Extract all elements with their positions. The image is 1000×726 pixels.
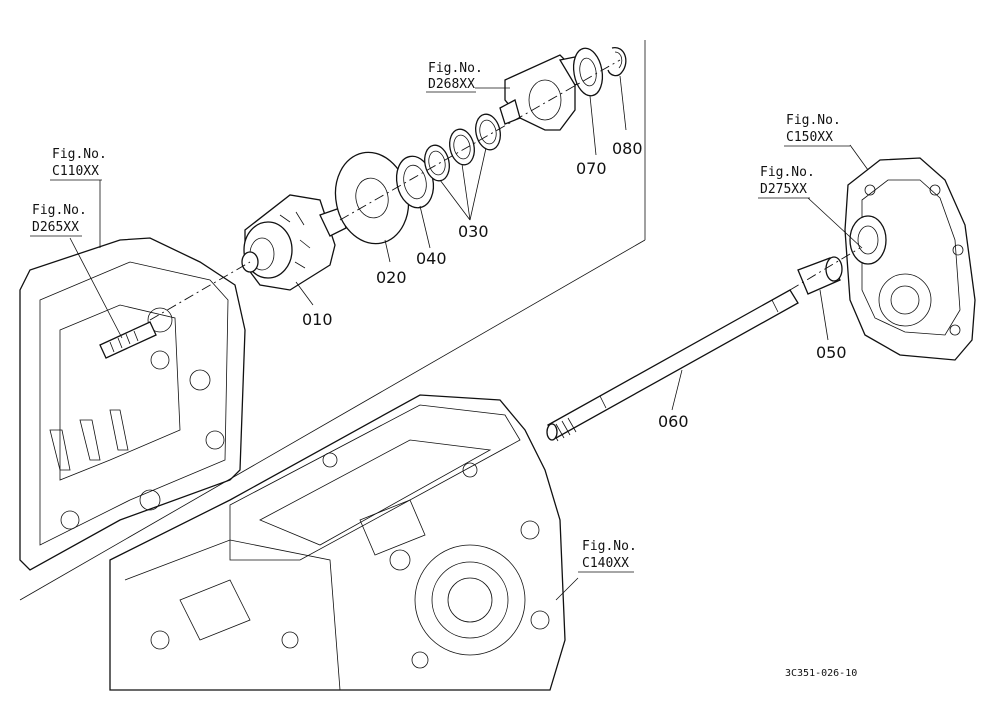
fig-ref-c110: Fig.No. C110XX: [50, 147, 107, 181]
fig-ref-c150-line2: C150XX: [786, 130, 833, 145]
part-030-shims: [424, 113, 501, 182]
right-end-cover: [844, 157, 976, 361]
drawing-code: 3C351-026-10: [785, 668, 857, 679]
assembly-axis-lines: [19, 40, 861, 601]
fig-ref-d265: Fig.No. D265XX: [30, 203, 87, 237]
fig-ref-c110-line2: C110XX: [52, 164, 99, 179]
part-080-circlip: [607, 47, 627, 77]
fig-ref-d268-line1: Fig.No.: [428, 61, 483, 76]
fig-ref-c140-line2: C140XX: [582, 556, 629, 571]
fig-ref-c140-line1: Fig.No.: [582, 539, 637, 554]
part-label-030: 030: [458, 222, 489, 241]
part-010-clutch-assembly: [241, 194, 347, 291]
fig-ref-d265-line1: Fig.No.: [32, 203, 87, 218]
left-transmission-housing: [19, 237, 246, 571]
part-label-070: 070: [576, 159, 607, 178]
center-transmission-housing: [109, 394, 566, 691]
fig-ref-c140: Fig.No. C140XX: [578, 539, 637, 573]
fig-ref-d275: Fig.No. D275XX: [758, 165, 815, 199]
part-label-060: 060: [658, 412, 689, 431]
leader-lines: [69, 75, 869, 601]
fig-ref-d275-line1: Fig.No.: [760, 165, 815, 180]
fig-ref-d275-line2: D275XX: [760, 182, 807, 197]
fig-ref-d268-line2: D268XX: [428, 77, 475, 92]
part-label-050: 050: [816, 343, 847, 362]
fig-ref-c150-line1: Fig.No.: [786, 113, 841, 128]
part-060-shaft: [546, 289, 799, 442]
release-lever-fork: [499, 54, 596, 131]
part-label-020: 020: [376, 268, 407, 287]
part-label-040: 040: [416, 249, 447, 268]
fig-ref-d268: Fig.No. D268XX: [426, 61, 483, 93]
part-label-010: 010: [302, 310, 333, 329]
part-070-bearing: [572, 47, 604, 97]
part-050-bushing: [797, 256, 843, 295]
fig-ref-d265-line2: D265XX: [32, 220, 79, 235]
fig-ref-c150: Fig.No. C150XX: [784, 113, 850, 147]
part-label-080: 080: [612, 139, 643, 158]
fig-ref-c110-line1: Fig.No.: [52, 147, 107, 162]
